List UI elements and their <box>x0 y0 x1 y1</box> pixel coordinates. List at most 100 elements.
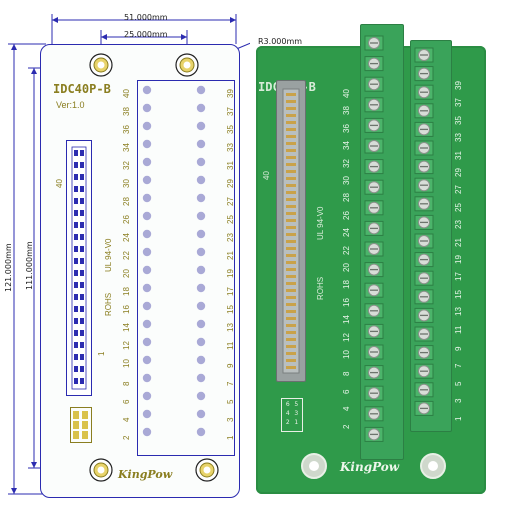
pin-number-label: 1 <box>454 416 463 421</box>
pin-number-label: 27 <box>454 185 463 195</box>
ul-label: UL 94-V0 <box>104 238 113 273</box>
pin-number-label: 13 <box>454 307 463 317</box>
terminal-dot <box>196 121 206 131</box>
photo-connector-40-label: 40 <box>262 171 271 180</box>
terminal-dot <box>142 265 152 275</box>
pin-number-label: 28 <box>342 193 351 203</box>
photo-connector-pin <box>286 240 296 243</box>
photo-connector-pin <box>286 275 296 278</box>
pin-number-label: 23 <box>226 233 235 242</box>
terminal-dot <box>196 193 206 203</box>
pin-number-label: 8 <box>122 381 131 386</box>
terminal-dot <box>196 391 206 401</box>
pin-number-label: 10 <box>122 359 131 368</box>
photo-connector-pin <box>286 205 296 208</box>
photo-connector-pin <box>286 142 296 145</box>
pin-number-label: 22 <box>342 245 351 255</box>
photo-connector-pin <box>286 128 296 131</box>
photo-connector-pin <box>286 219 296 222</box>
pin-number-label: 19 <box>454 255 463 264</box>
photo-connector-pin <box>286 177 296 180</box>
connector-pin <box>74 378 78 384</box>
photo-mounting-hole-icon <box>301 453 327 479</box>
photo-connector-pin <box>286 359 296 362</box>
pin-number-label: 18 <box>122 287 131 296</box>
pin-number-label: 36 <box>122 125 131 134</box>
photo-connector-pins <box>282 88 300 374</box>
photo-connector-pin <box>286 289 296 292</box>
pin-number-label: 5 <box>454 381 463 386</box>
photo-connector-pin <box>286 135 296 138</box>
pin-number-label: 26 <box>122 215 131 224</box>
pin-number-label: 2 <box>122 435 131 440</box>
dimension-drawing: 51.000mm 25.000mm R3.000mm 121.000mm 111… <box>0 0 302 512</box>
pin-number-label: 15 <box>226 305 235 314</box>
pin-number-label: 9 <box>454 346 463 351</box>
connector-pin <box>80 330 84 336</box>
board-version-label: Ver:1.0 <box>56 100 85 110</box>
mounting-hole-icon <box>195 458 219 482</box>
photo-connector-pin <box>286 317 296 320</box>
terminal-dot <box>142 319 152 329</box>
pin-number-label: 22 <box>122 251 131 260</box>
pin-number-label: 23 <box>454 220 463 230</box>
pin-number-label: 13 <box>226 323 235 332</box>
pin-number-label: 38 <box>342 106 351 116</box>
connector-pin <box>74 210 78 216</box>
connector-pin <box>80 282 84 288</box>
photo-connector-pin <box>286 282 296 285</box>
terminal-dot <box>196 85 206 95</box>
pin-number-label: 21 <box>454 237 463 247</box>
connector-pin <box>80 378 84 384</box>
photo-connector-pin <box>286 296 296 299</box>
pin-number-label: 20 <box>122 269 131 278</box>
photo-connector-pin <box>286 107 296 110</box>
jumper-pin-label: 3 <box>294 410 299 417</box>
photo-connector-pin <box>286 233 296 236</box>
corner-radius-label: R3.000mm <box>258 37 303 46</box>
pin-number-label: 3 <box>226 417 235 422</box>
photo-connector-pin <box>286 247 296 250</box>
terminal-dot <box>196 319 206 329</box>
connector-pin <box>80 186 84 192</box>
photo-connector-pin <box>286 114 296 117</box>
terminal-dot <box>196 355 206 365</box>
terminal-dot <box>196 283 206 293</box>
terminal-dot <box>142 337 152 347</box>
pin-number-label: 27 <box>226 197 235 206</box>
photo-connector-pin <box>286 310 296 313</box>
connector-pin <box>80 342 84 348</box>
terminal-dot <box>142 121 152 131</box>
mounting-hole-icon <box>89 53 113 77</box>
pin-number-label: 24 <box>122 233 131 242</box>
inner-height-label: 111.000mm <box>25 241 34 290</box>
pin-number-label: 20 <box>342 263 351 272</box>
pin-number-label: 33 <box>226 143 235 152</box>
photo-idc-connector <box>276 80 306 382</box>
terminal-dot <box>142 85 152 95</box>
connector-pin <box>80 318 84 324</box>
photo-connector-pin <box>286 254 296 257</box>
connector-pin <box>80 270 84 276</box>
photo-rohs-label: ROHS <box>316 276 325 300</box>
terminal-dot <box>142 355 152 365</box>
pin-number-label: 15 <box>454 289 463 299</box>
height-dimension-lines <box>8 43 50 495</box>
rohs-label: ROHS <box>104 292 113 316</box>
jumper-pin-label: 5 <box>294 401 299 408</box>
terminal-dot <box>142 139 152 149</box>
photo-connector-pin <box>286 191 296 194</box>
brand-logo: KingPow <box>118 468 173 481</box>
connector-pin <box>80 366 84 372</box>
terminal-dot <box>196 229 206 239</box>
pin-number-label: 3 <box>454 398 463 404</box>
connector-pin <box>74 354 78 360</box>
terminal-dot <box>142 427 152 437</box>
pin-number-label: 32 <box>342 158 351 168</box>
pin-number-label: 18 <box>342 280 351 290</box>
pin-number-label: 16 <box>122 305 131 314</box>
pin-number-label: 16 <box>342 297 351 307</box>
pin-number-label: 4 <box>122 417 131 422</box>
pin-number-label: 2 <box>342 424 351 429</box>
